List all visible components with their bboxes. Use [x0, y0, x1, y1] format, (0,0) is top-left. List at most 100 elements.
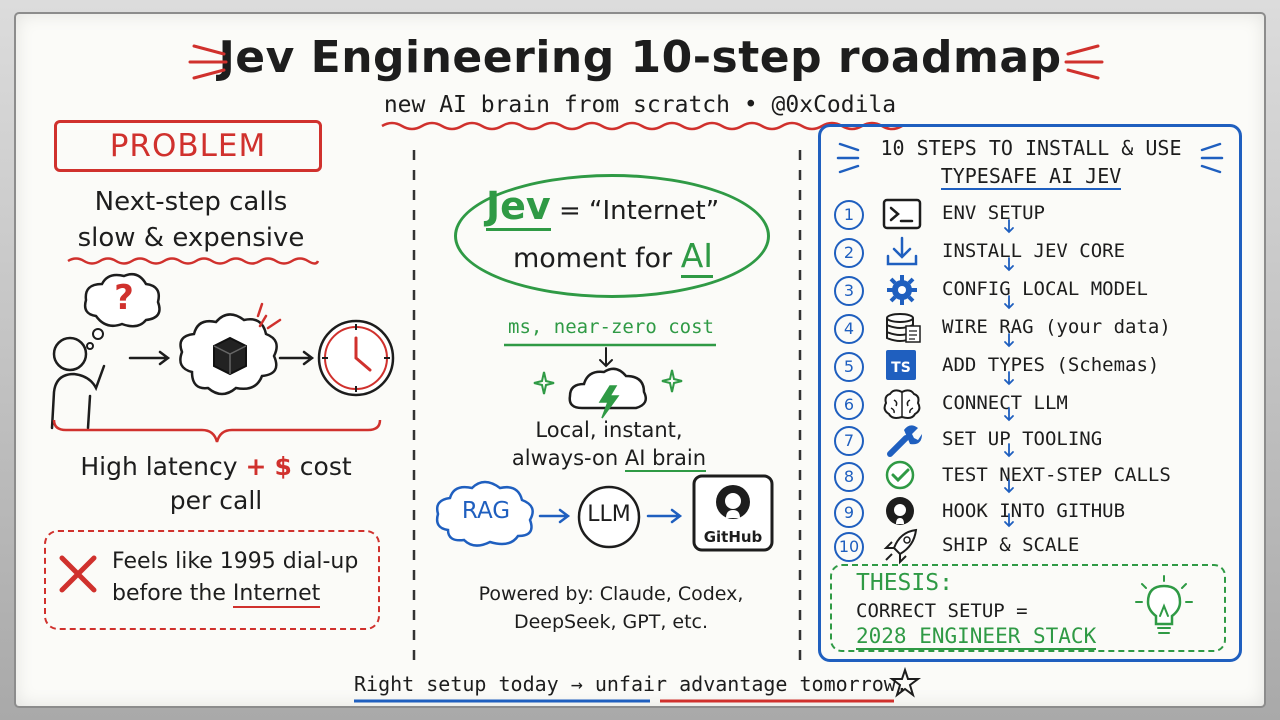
whiteboard: Jev Engineering 10-step roadmap new AI b… [16, 14, 1264, 706]
dial-up-text: Feels like 1995 dial-up before the Inter… [112, 546, 372, 610]
jev-word: Jev [486, 184, 551, 231]
step-number: 9 [834, 498, 864, 528]
dial-up-line-1: Feels like 1995 dial-up [112, 549, 359, 574]
step-3: 3 CONFIG LOCAL MODEL [834, 275, 1234, 310]
step-number: 6 [834, 390, 864, 420]
powered-line-2: DeepSeek, GPT, etc. [513, 611, 709, 633]
divider-left [412, 150, 416, 660]
llm-circle-icon [577, 485, 641, 549]
subtitle: new AI brain from scratch • @0xCodila [16, 92, 1264, 118]
step-7: 7 SET UP TOOLING [834, 425, 1234, 460]
step-label: SET UP TOOLING [942, 428, 1103, 450]
local-brain-text: Local, instant, always-on AI brain [464, 416, 754, 472]
wrench-icon [887, 425, 922, 457]
step-1: 1 ENV SETUP [834, 198, 1234, 234]
step-number: 4 [834, 314, 864, 344]
page-title: Jev Engineering 10-step roadmap [218, 32, 1062, 83]
title-accent-right-icon [1064, 44, 1104, 80]
step-label: ADD TYPES (Schemas) [942, 354, 1160, 376]
download-icon [886, 236, 918, 266]
step-2: 2 INSTALL JEV CORE [834, 236, 1234, 272]
thesis-line-2: 2028 ENGINEER STACK [856, 624, 1097, 650]
step-number: 1 [834, 200, 864, 230]
arrow-right-icon [278, 350, 315, 366]
step-number: 2 [834, 238, 864, 268]
clock-icon [317, 319, 395, 397]
thought-bubble-icon [83, 273, 161, 350]
github-logo-icon [692, 474, 774, 552]
jev-oval [454, 174, 770, 298]
step-label: ENV SETUP [942, 202, 1045, 224]
jev-equation: Jev = “Internet” [486, 184, 746, 231]
database-icon [886, 313, 921, 343]
arrow-right-icon [538, 508, 571, 524]
step-label: CONNECT LLM [942, 392, 1068, 414]
powered-line-1: Powered by: Claude, Codex, [478, 583, 744, 605]
ts-badge-text: TS [891, 360, 911, 376]
steps-heading: 10 STEPS TO INSTALL & USE TYPESAFE AI JE… [856, 134, 1206, 190]
thesis-title: THESIS: [856, 570, 953, 596]
steps-panel [818, 124, 1242, 662]
step-label: WIRE RAG (your data) [942, 316, 1171, 338]
curly-brace [52, 419, 382, 443]
llm-label: LLM [587, 502, 631, 527]
cloud-cube-icon [179, 313, 278, 396]
step-connector-arrows [1004, 219, 1014, 528]
subtitle-text: new AI brain from scratch • @0xCodila [383, 92, 897, 118]
step-number: 8 [834, 462, 864, 492]
arrow-right-icon [128, 350, 171, 366]
cloud-lightning-icon [568, 367, 647, 419]
problem-line-2: slow & expensive [77, 223, 305, 253]
powered-by-text: Powered by: Claude, Codex, DeepSeek, GPT… [436, 580, 786, 636]
step-number: 7 [834, 426, 864, 456]
check-circle-icon [885, 460, 915, 490]
star-icon [889, 666, 921, 698]
arrow-right-icon [646, 508, 683, 524]
thesis-line-1: CORRECT SETUP = [856, 600, 1028, 622]
rag-label: RAG [461, 498, 511, 524]
step-number: 5 [834, 352, 864, 382]
speed-underline [504, 343, 716, 347]
arrow-down-icon [599, 347, 613, 368]
step-8: 8 TEST NEXT-STEP CALLS [834, 460, 1234, 496]
latency-cost-text: High latency + $ cost per call [46, 450, 386, 518]
gear-icon [887, 275, 917, 305]
dial-up-line-2: before the Internet [112, 581, 321, 608]
subtitle-underline [381, 121, 903, 131]
per-call-line: per call [169, 486, 263, 515]
step-number: 3 [834, 276, 864, 306]
sparkle-icon [533, 371, 555, 395]
dial-up-warning-box [44, 530, 380, 630]
step-4: 4 WIRE RAG (your data) [834, 313, 1234, 348]
step-9: 9 HOOK INTO GITHUB [834, 497, 1234, 532]
alert-lines-icon [256, 302, 282, 330]
heading-accent-right-icon [1200, 142, 1224, 174]
sparkle-icon [661, 369, 683, 393]
local-line-2: always-on AI brain [511, 446, 707, 472]
thesis-box [830, 564, 1226, 652]
footer-tagline: Right setup today → unfair advantage tom… [354, 672, 908, 696]
latency-line: High latency + $ cost [80, 452, 352, 481]
github-label: GitHub [703, 528, 763, 546]
step-label: TEST NEXT-STEP CALLS [942, 464, 1171, 486]
rag-cloud-icon [435, 480, 534, 547]
lightbulb-icon [1135, 575, 1193, 634]
footer-underline [354, 699, 894, 703]
typescript-icon [886, 350, 916, 380]
person-icon [50, 336, 106, 430]
step-10: 10 SHIP & SCALE [834, 528, 1234, 566]
divider-right [798, 150, 802, 660]
heading-accent-left-icon [836, 142, 860, 174]
problem-underline [67, 257, 320, 265]
speed-label: ms, near-zero cost [508, 316, 714, 338]
steps-heading-line-2: TYPESAFE AI JEV [940, 164, 1122, 190]
brain-icon [883, 389, 921, 419]
step-number: 10 [834, 532, 864, 562]
question-mark: ? [114, 278, 134, 318]
step-label: HOOK INTO GITHUB [942, 500, 1126, 522]
step-label: INSTALL JEV CORE [942, 240, 1126, 262]
x-mark-icon [59, 555, 97, 593]
rocket-icon [883, 528, 918, 565]
step-5: 5 TS ADD TYPES (Schemas) [834, 350, 1234, 386]
steps-heading-line-1: 10 STEPS TO INSTALL & USE [880, 136, 1182, 160]
